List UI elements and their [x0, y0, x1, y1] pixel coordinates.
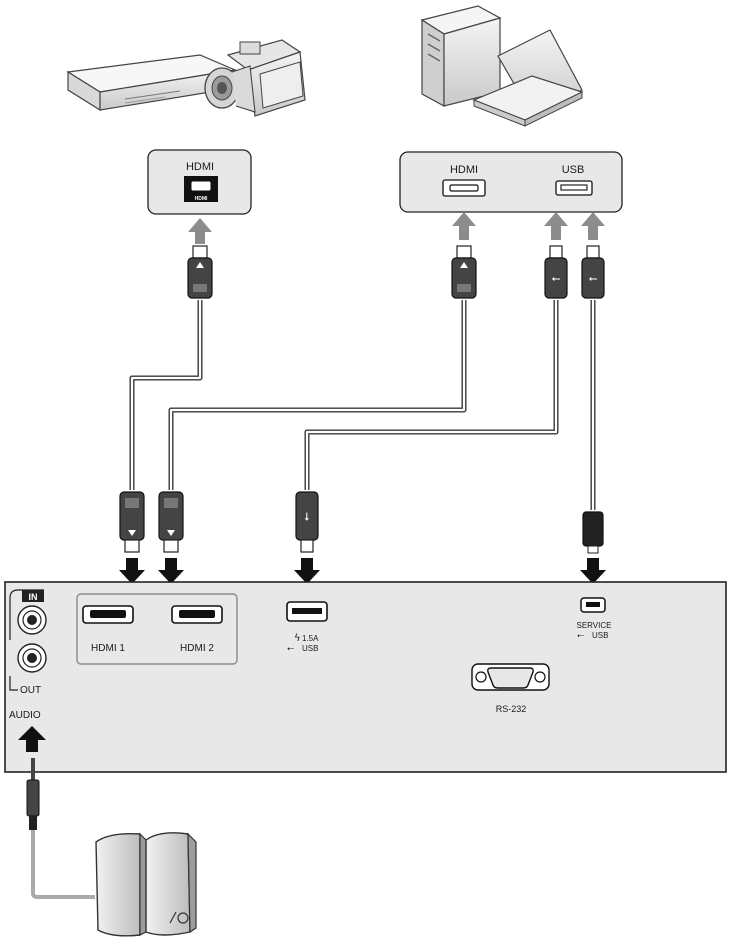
- usb-port-group: ϟ 1.5A ⭠ USB: [286, 601, 328, 654]
- source-panel-hdmi-port-text: HDMI: [195, 196, 208, 202]
- hdmi1-label: HDMI 1: [91, 643, 125, 654]
- usb-plug-top-1: ⭠: [544, 245, 568, 299]
- lightning-icon: ϟ: [294, 633, 301, 644]
- usb-label: USB: [302, 644, 318, 653]
- source-panel-pc-usb-label: USB: [562, 164, 585, 176]
- usb-symbol-icon: ⭠: [577, 631, 584, 641]
- source-panel-hdmi: HDMI HDMI: [147, 149, 252, 215]
- hdmi-plug-top-1: [187, 245, 213, 299]
- hdmi-plug-top-2: [451, 245, 477, 299]
- camcorder-icon: [204, 39, 306, 117]
- speaker-cable: [31, 830, 95, 899]
- service-usb-label: USB: [592, 631, 608, 640]
- rs232-port: [487, 667, 534, 689]
- usb-plug-bottom: ⭣: [295, 491, 319, 553]
- speakers-icon: [95, 832, 197, 937]
- service-port-group: SERVICE ⭠ USB: [577, 597, 612, 641]
- audio-section: IN OUT AUDIO: [9, 589, 47, 721]
- mini-usb-plug: [582, 511, 604, 554]
- audio-in-label: IN: [29, 592, 38, 602]
- up-arrows-gray: [188, 212, 605, 244]
- usb-symbol-icon: ⭣: [304, 510, 310, 523]
- rs232-port-group: RS-232: [471, 663, 550, 714]
- cable-lines: [129, 300, 596, 510]
- source-panel-hdmi-label: HDMI: [186, 161, 214, 173]
- source-panel-pc-hdmi-label: HDMI: [450, 164, 478, 176]
- hdmi-port-group: HDMI 1 HDMI 2: [76, 593, 238, 665]
- usb-power-label: 1.5A: [302, 634, 319, 643]
- hdmi2-label: HDMI 2: [180, 643, 214, 654]
- usb-symbol-icon: ⭠: [589, 272, 598, 285]
- service-label: SERVICE: [577, 621, 612, 630]
- hdmi-plug-bottom-1: [119, 491, 145, 553]
- cable-lines-inner: [130, 300, 595, 510]
- audio-label: AUDIO: [9, 710, 41, 721]
- audio-out-label: OUT: [20, 685, 41, 696]
- rs232-label: RS-232: [496, 704, 527, 714]
- hdmi-plug-bottom-2: [158, 491, 184, 553]
- down-arrows-black: [119, 558, 606, 584]
- source-panel-pc: HDMI USB: [399, 151, 623, 213]
- laptop-icon: [472, 29, 584, 127]
- usb-plug-top-2: ⭠: [581, 245, 605, 299]
- usb-symbol-icon: ⭠: [552, 272, 561, 285]
- audio-up-arrow: [18, 726, 46, 752]
- audio-plug: [26, 758, 40, 830]
- desktop-tower-icon: [420, 5, 502, 108]
- usb-symbol-icon: ⭠: [287, 644, 294, 654]
